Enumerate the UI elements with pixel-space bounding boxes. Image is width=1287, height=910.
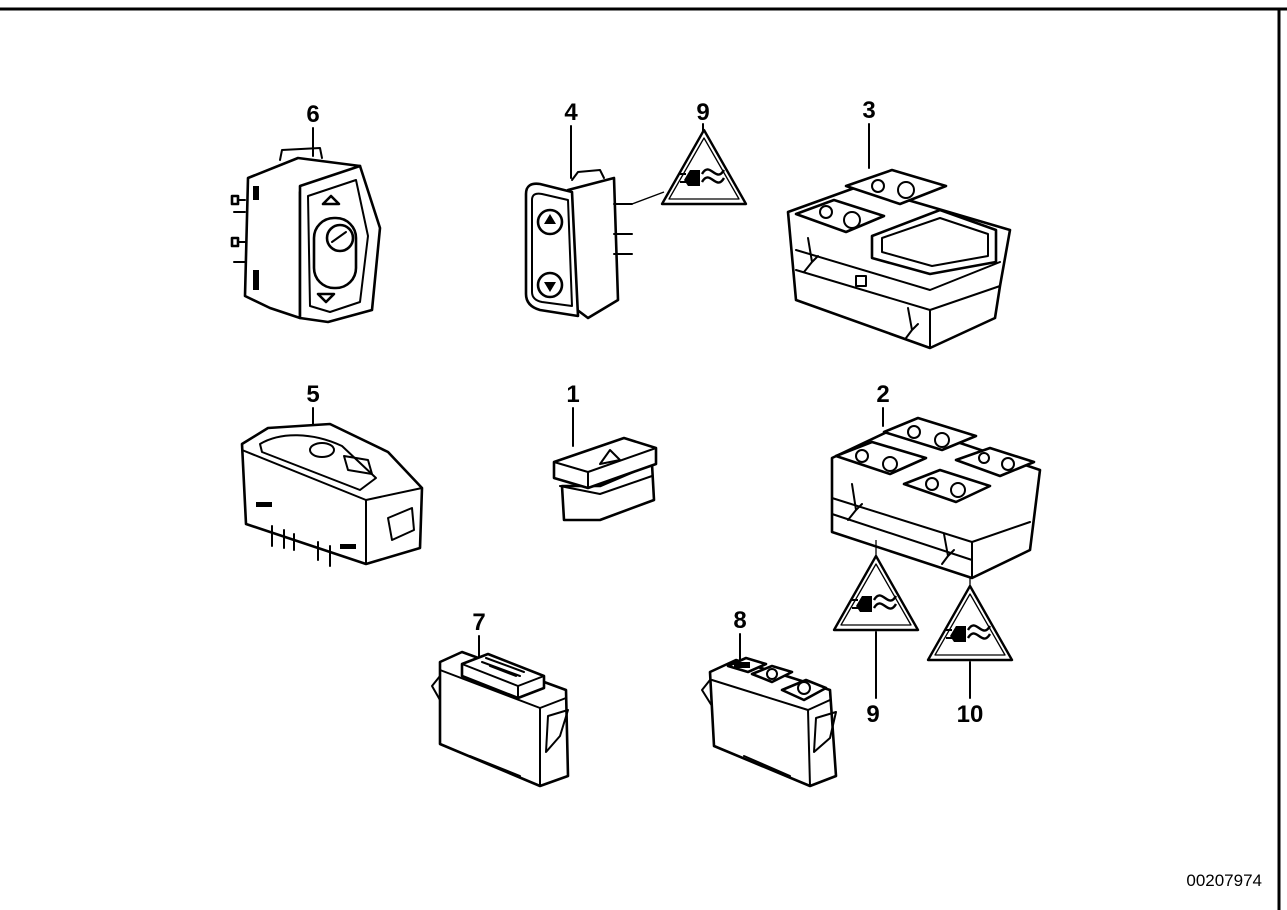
- part-4-rocker-switch: 4: [524, 99, 665, 320]
- part-3-switch-block: 3: [786, 97, 1012, 350]
- part-7-switch: 7: [431, 609, 570, 788]
- connector-warning-icon: [660, 128, 748, 206]
- connector-9-bottom-label: 9: [866, 701, 879, 728]
- part-2-label: 2: [876, 381, 889, 408]
- connector-9-bottom: 9: [832, 554, 920, 728]
- part-6-label: 6: [306, 101, 319, 128]
- part-8-label: 8: [733, 607, 746, 634]
- connector-9-top: 9: [660, 99, 748, 206]
- part-3-label: 3: [862, 97, 875, 124]
- connector-warning-icon: [832, 554, 920, 632]
- part-2-switch-block: 2: [830, 381, 1042, 586]
- part-6-window-switch: 6: [230, 101, 382, 324]
- part-5-label: 5: [306, 381, 319, 408]
- part-8-switch: 8: [701, 607, 838, 788]
- part-1-hazard-switch: 1: [552, 381, 658, 522]
- document-number: 00207974: [1186, 871, 1262, 890]
- part-5-seat-switch: 5: [240, 381, 424, 567]
- part-4-label: 4: [564, 99, 578, 126]
- connector-warning-icon: [926, 584, 1014, 662]
- part-1-label: 1: [566, 381, 579, 408]
- connector-10: 10: [926, 584, 1014, 728]
- connector-9-top-label: 9: [696, 99, 709, 126]
- connector-10-label: 10: [957, 701, 984, 728]
- part-7-label: 7: [472, 609, 485, 636]
